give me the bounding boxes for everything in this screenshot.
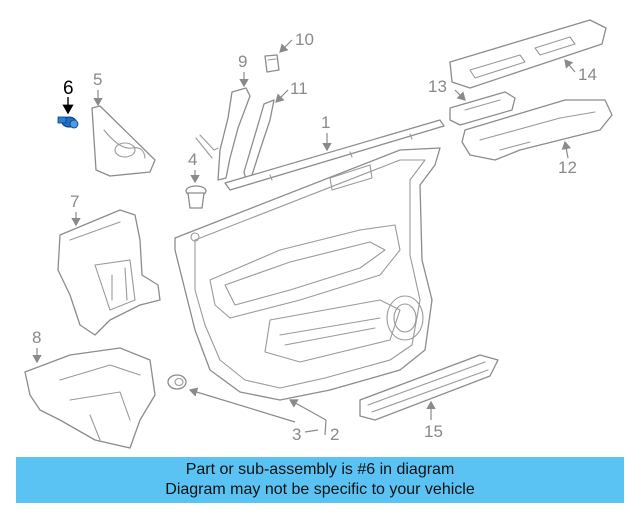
clip-10-shape: [264, 54, 280, 73]
leader-11: [275, 89, 289, 103]
push-clip-body: [187, 192, 205, 209]
callout-14: 14: [578, 65, 597, 84]
door-lock-knob: [190, 232, 200, 242]
mirror-cover-shape: [91, 105, 156, 177]
banner-line-2: Diagram may not be specific to your vehi…: [165, 481, 475, 498]
door-panel-outline: [174, 147, 441, 401]
part-12-carrier[interactable]: 12: [461, 99, 613, 177]
grommet-shape: [167, 374, 187, 390]
handle-clip: [195, 134, 219, 159]
callout-12: 12: [558, 158, 577, 177]
grommet-hole: [174, 377, 184, 387]
door-armrest-inner: [224, 241, 386, 306]
part-5-mirror-cover[interactable]: 5: [91, 70, 156, 177]
callout-6: 6: [63, 78, 74, 99]
info-banner: Part or sub-assembly is #6 in diagram Di…: [16, 457, 624, 503]
leader-3a: [304, 429, 319, 433]
banner-line-1: Part or sub-assembly is #6 in diagram: [185, 461, 455, 478]
leader-12: [561, 140, 572, 159]
pocket-shape: [24, 347, 156, 449]
bracket-detail-2: [69, 221, 128, 301]
leader-3b: [188, 387, 296, 423]
leader-2a: [324, 419, 327, 436]
door-handle-bezel: [329, 164, 373, 191]
leader-14: [564, 59, 576, 73]
callout-3: 3: [292, 425, 301, 444]
door-armrest: [209, 224, 401, 319]
callout-1: 1: [321, 113, 330, 132]
callout-2: 2: [330, 425, 339, 444]
door-pocket-lines: [279, 317, 381, 346]
door-pocket: [264, 299, 401, 363]
switch-bezel-openings: [469, 36, 576, 79]
parts-diagram: 6 5 7 8 9 10: [24, 19, 613, 449]
weatherstrip-clips: [269, 133, 413, 181]
callout-10: 10: [295, 30, 314, 49]
pocket-trim-detail: [367, 361, 489, 413]
part-6-clip[interactable]: 6: [57, 78, 79, 129]
cover-shape: [243, 99, 275, 181]
leader-2b: [288, 399, 327, 421]
callout-13: 13: [428, 77, 447, 96]
part-4-push-clip[interactable]: 4: [185, 150, 207, 209]
handle-shape: [217, 87, 251, 181]
door-panel-inner: [194, 159, 426, 389]
part-7-bracket[interactable]: 7: [57, 192, 161, 336]
part-8-pocket[interactable]: 8: [24, 328, 156, 449]
pocket-detail: [59, 364, 141, 441]
leader-13: [454, 89, 466, 101]
switch-detail: [464, 99, 501, 111]
part-10-clip[interactable]: 10: [264, 30, 314, 73]
switch-bezel-shape: [449, 19, 607, 89]
bracket-detail-1: [94, 259, 136, 311]
leader-10: [279, 39, 293, 53]
callout-9: 9: [238, 52, 247, 71]
part-9-handle[interactable]: 9: [195, 52, 251, 181]
part-3-grommet[interactable]: 3: [167, 374, 319, 444]
part-1-weatherstrip[interactable]: 1: [224, 113, 445, 191]
part-13-switch[interactable]: 13: [428, 77, 516, 126]
mirror-cover-hole: [114, 142, 136, 158]
speaker-grille-inner: [393, 303, 417, 333]
clip-10-detail: [267, 58, 277, 61]
part-15-pocket-trim[interactable]: 15: [359, 354, 499, 441]
part-14-switch-bezel[interactable]: 14: [449, 19, 607, 89]
mirror-cover-detail: [103, 129, 146, 159]
clip-icon: [57, 116, 79, 129]
weatherstrip-shape: [224, 119, 445, 191]
callout-4: 4: [188, 150, 197, 169]
bracket-shape: [57, 209, 161, 336]
callout-7: 7: [70, 192, 79, 211]
callout-11: 11: [290, 79, 308, 98]
callout-15: 15: [424, 422, 443, 441]
callout-8: 8: [32, 328, 41, 347]
carrier-detail: [479, 111, 596, 151]
speaker-grille: [386, 295, 424, 341]
callout-5: 5: [93, 70, 102, 89]
part-2-door-panel[interactable]: 2: [174, 147, 441, 444]
